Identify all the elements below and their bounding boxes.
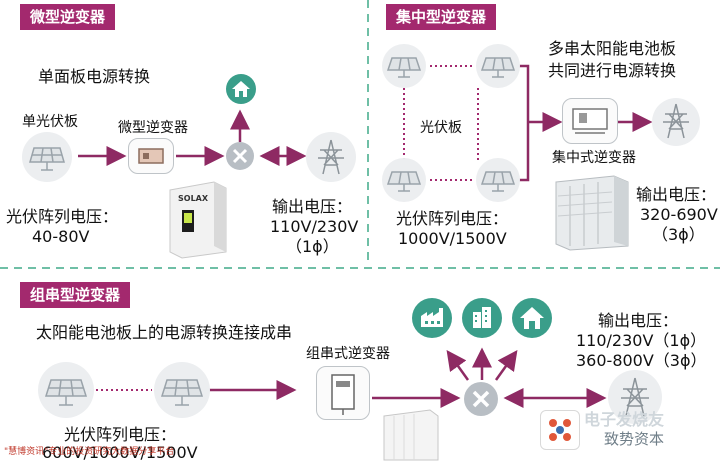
pv-panel-icon-1 [382,44,426,88]
central-array-voltage-label: 光伏阵列电压： [396,209,509,228]
central-inverter-label: 集中式逆变器 [552,150,636,166]
right-watermark-text2: 致势资本 [604,430,665,448]
micro-output-phase: （1ϕ） [286,237,339,256]
pv-panel-icon-2 [476,44,520,88]
home-icon [226,74,256,104]
central-output-voltage: 320-690V [640,205,718,224]
central-output-label: 输出电压： [636,185,717,204]
micro-array-voltage-label: 光伏阵列电压： [6,207,119,226]
junction-x-icon [226,142,254,170]
arrow-up-left [446,349,470,381]
string-array-voltage: 600V/1000V/1500V [42,443,198,462]
string-tower-icon [608,370,662,424]
micro-inverter-label: 微型逆变器 [118,120,188,136]
solax-brand-text: SOLAX [178,194,209,203]
string-panel-icon-2 [154,362,210,418]
string-inverter-icon [316,366,370,420]
watermark-logo [540,410,580,450]
string-output-line2: 360-800V（3ϕ） [576,351,707,370]
micro-subtitle: 单面板电源转换 [38,67,151,86]
micro-output-voltage: 110V/230V [270,217,359,236]
arrow-up-right [494,349,518,381]
pv-panel-icon-4 [476,158,520,202]
micro-inverter-icon [128,138,174,174]
string-inverter-product-image [380,408,440,461]
micro-output-label: 输出电压： [272,197,353,216]
central-panel-label: 光伏板 [420,120,462,136]
micro-array-voltage: 40-80V [32,227,90,246]
central-inverter-cabinet-image [552,172,632,252]
string-output-label: 输出电压： [598,311,679,330]
string-array-voltage-label: 光伏阵列电压： [64,425,177,444]
single-panel-icon [22,132,72,182]
central-array-voltage: 1000V/1500V [398,229,507,248]
central-tower-icon [652,98,700,146]
single-panel-label: 单光伏板 [22,114,78,130]
power-tower-icon [306,132,356,182]
right-watermark-text: 电子发烧友 [584,410,665,429]
left-watermark: "慧博资讯"专业的投资研究大数据分享平台 [4,447,175,457]
micro-inverter-tag: 微型逆变器 [20,4,116,30]
central-output-phase: （3ϕ） [652,225,705,244]
string-output-line1: 110/230V（1ϕ） [576,331,707,350]
factory-icon [412,298,452,338]
string-inverter-tag: 组串型逆变器 [20,282,131,308]
string-home-icon [512,298,552,338]
solax-inverter-image: SOLAX [166,180,232,260]
central-title-line2: 共同进行电源转换 [548,61,677,80]
central-inverter-icon [562,98,618,144]
string-junction-x-icon [464,382,498,416]
pv-panel-icon-3 [382,158,426,202]
central-title-line1: 多串太阳能电池板 [548,39,677,58]
string-subtitle: 太阳能电池板上的电源转换连接成串 [36,323,293,342]
central-inverter-tag: 集中型逆变器 [386,4,497,30]
string-inverter-label: 组串式逆变器 [306,346,390,362]
string-panel-icon-1 [38,362,94,418]
buildings-icon [462,298,502,338]
